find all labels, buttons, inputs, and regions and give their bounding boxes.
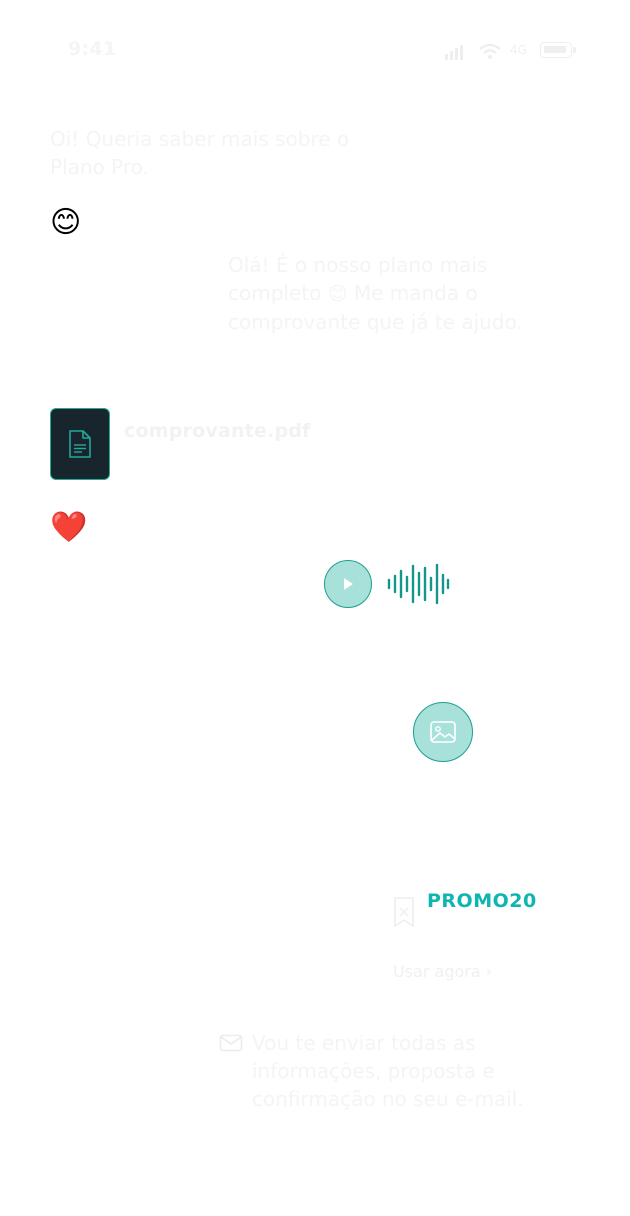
network-label: 4G [510, 43, 527, 57]
document-icon [69, 430, 91, 458]
agent-message-part1: Olá! É o nosso plano mais completo [228, 253, 488, 305]
file-name[interactable]: comprovante.pdf [124, 420, 311, 442]
waveform-icon [387, 563, 450, 605]
agent-message-part2: Me manda o comprovante que já te ajudo. [228, 281, 523, 334]
mail-icon [219, 1034, 243, 1052]
file-attachment[interactable] [50, 408, 110, 480]
ticket-icon [394, 897, 414, 927]
agent-message: Olá! É o nosso plano mais completo 😊 Me … [228, 251, 548, 336]
image-icon [430, 721, 456, 743]
coupon-code: PROMO20 [427, 890, 537, 912]
wifi-icon [479, 43, 501, 59]
play-icon [344, 578, 353, 590]
smile-emoji-inline: 😊 [327, 283, 348, 305]
battery-icon [540, 42, 576, 58]
email-message: Vou te enviar todas as informações, prop… [252, 1031, 524, 1111]
use-now-link[interactable]: Usar agora › [393, 962, 492, 981]
status-bar: 9:41 4G [0, 0, 630, 100]
audio-play-button[interactable] [324, 560, 372, 608]
user-message: Oi! Queria saber mais sobre o Plano Pro. [50, 127, 350, 179]
status-time: 9:41 [68, 38, 117, 60]
use-now-label: Usar agora [393, 962, 481, 981]
smile-emoji: 😊 [50, 205, 82, 240]
image-message[interactable] [413, 702, 473, 762]
signal-icon [445, 45, 463, 60]
heart-emoji: ❤️ [50, 510, 88, 545]
chevron-right-icon: › [485, 962, 493, 981]
